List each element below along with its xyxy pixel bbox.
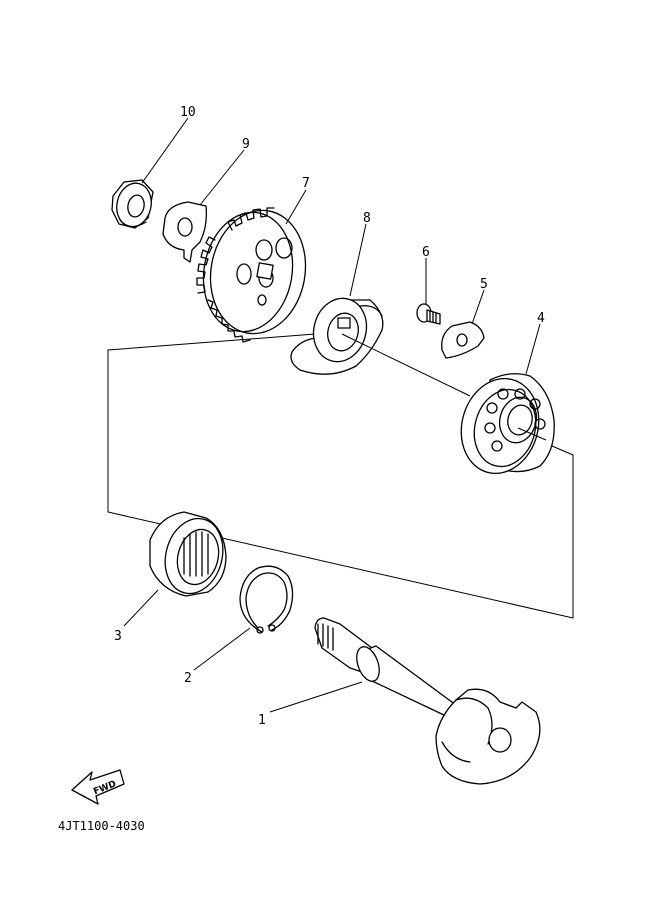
part-label-3: 3 xyxy=(114,629,122,644)
part-label-10: 10 xyxy=(180,105,196,120)
part-label-2: 2 xyxy=(184,671,192,686)
part-10-nut[interactable] xyxy=(111,179,155,230)
part-9-lock-washer[interactable] xyxy=(162,201,208,263)
part-5-stopper-plate[interactable] xyxy=(441,321,485,359)
part-label-7: 7 xyxy=(302,176,310,191)
part-8-cam-guide[interactable] xyxy=(290,292,384,375)
part-label-1: 1 xyxy=(258,713,266,728)
part-6-screw[interactable] xyxy=(416,303,441,325)
part-label-8: 8 xyxy=(363,211,371,226)
part-label-4: 4 xyxy=(537,311,545,326)
diagram-code: 4JT1100-4030 xyxy=(58,819,145,833)
fwd-arrow-icon: FWD xyxy=(71,769,125,805)
part-7-gear[interactable] xyxy=(194,203,315,343)
part-4-ball-bearing[interactable] xyxy=(451,370,555,482)
part-label-9: 9 xyxy=(242,137,250,152)
part-1-kick-shaft[interactable] xyxy=(314,617,541,785)
part-label-5: 5 xyxy=(480,277,488,292)
part-label-6: 6 xyxy=(422,245,430,260)
assembly-outline xyxy=(107,332,574,619)
part-2-circlip[interactable] xyxy=(239,565,294,634)
leader-lines xyxy=(123,117,541,713)
part-3-needle-bearing[interactable] xyxy=(149,511,231,600)
